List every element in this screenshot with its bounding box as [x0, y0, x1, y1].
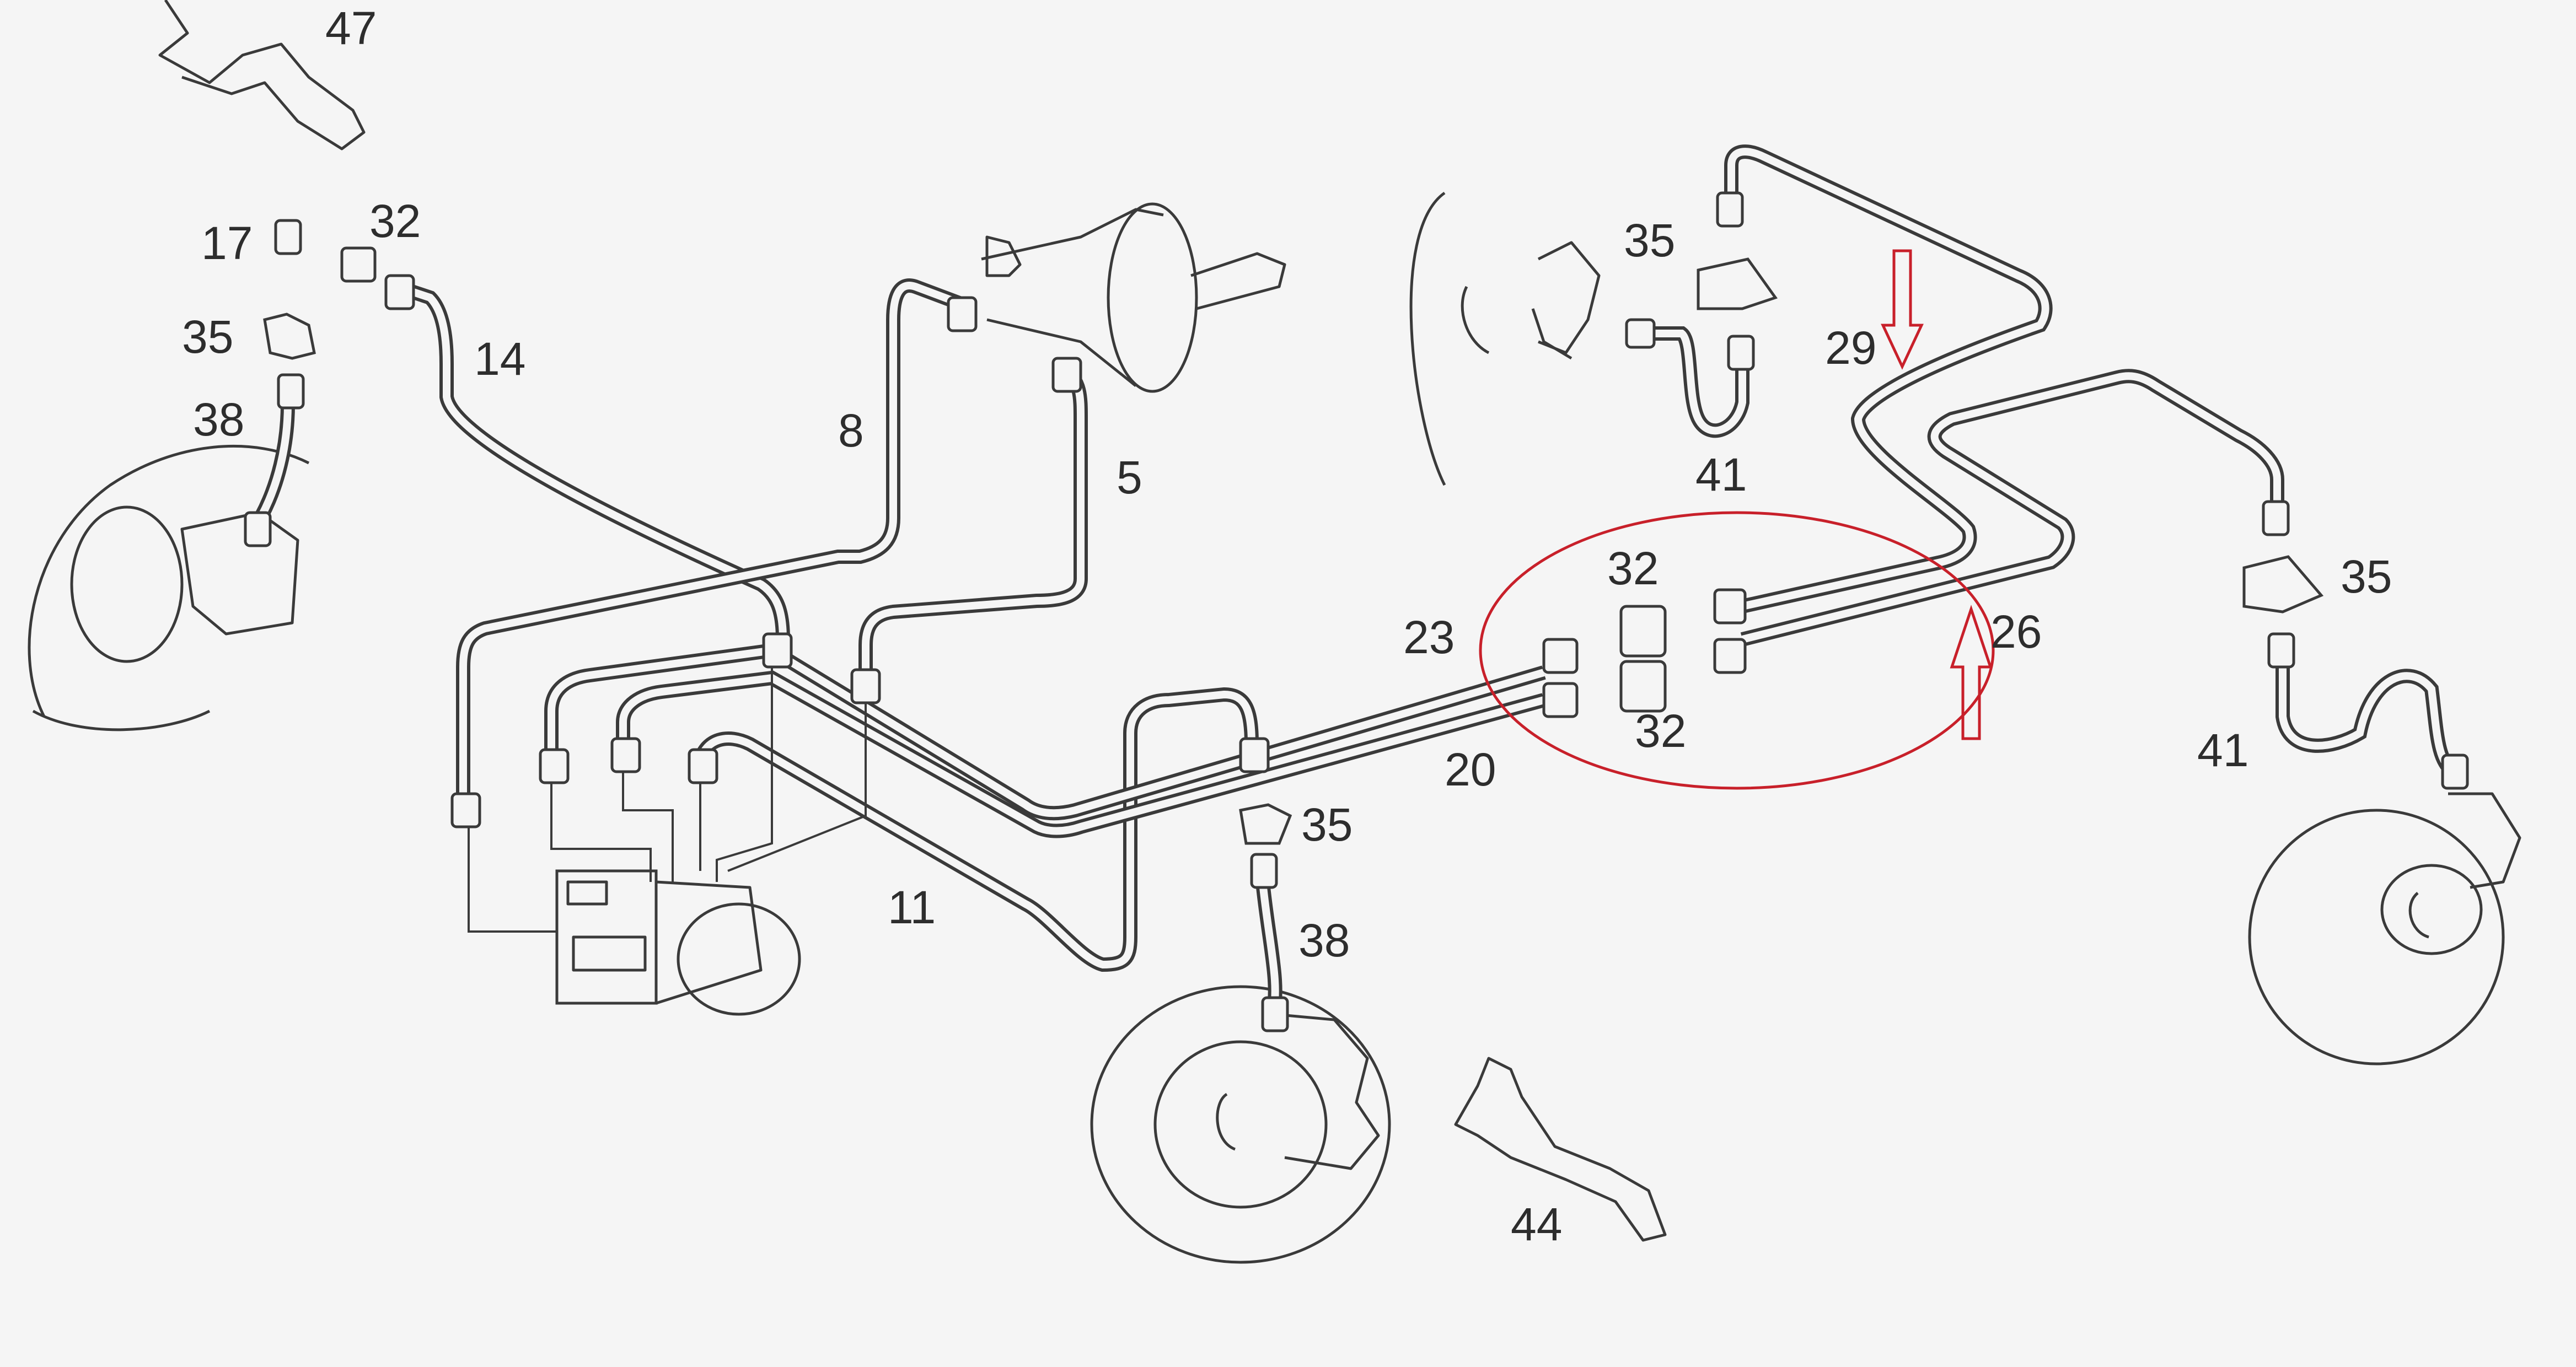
callout-labels: 47 17 32 35 14 38 8 5 35 29 41 32 23 26 … — [182, 2, 2392, 1250]
callout-47: 47 — [325, 2, 377, 54]
callout-11: 11 — [888, 881, 936, 933]
callout-20: 20 — [1445, 744, 1496, 795]
callout-32-top-left: 32 — [369, 195, 421, 247]
callout-38-left: 38 — [193, 394, 244, 445]
highlight-circle — [1479, 511, 1995, 790]
callout-35-center: 35 — [1301, 799, 1353, 851]
callout-5: 5 — [1117, 451, 1142, 503]
connector-32-upper — [1619, 605, 1667, 658]
callout-44: 44 — [1511, 1198, 1562, 1250]
callout-8: 8 — [838, 405, 864, 456]
callout-38-center: 38 — [1298, 914, 1350, 966]
callout-17: 17 — [201, 217, 253, 269]
fittings — [244, 191, 2469, 1032]
callout-29: 29 — [1825, 322, 1876, 374]
callout-32-lower: 32 — [1635, 705, 1686, 757]
callout-32-upper: 32 — [1607, 542, 1659, 594]
front-right-brake-disc — [1090, 985, 1391, 1264]
callout-41-right: 41 — [2197, 724, 2248, 776]
clip-35-left — [263, 313, 316, 360]
hose-41-rear-left — [1654, 326, 1749, 438]
brake-booster — [981, 202, 1286, 393]
connector-32-lower — [1619, 660, 1667, 713]
bracket-44 — [1454, 1057, 1667, 1242]
clip-35-right — [2242, 555, 2324, 613]
bracket-47 — [158, 0, 366, 150]
callout-26: 26 — [1990, 606, 2042, 658]
rear-left-brake-disc — [1409, 191, 1601, 486]
rear-right-brake-disc — [2248, 792, 2521, 1065]
arrow-down-outline-icon — [1881, 249, 1924, 370]
clip-35-top-right — [1697, 257, 1778, 310]
hose-41-rear-right — [2276, 661, 2459, 778]
callout-35-left: 35 — [182, 311, 233, 363]
clip-35-center — [1239, 803, 1292, 845]
arrow-up-outline-icon — [1950, 605, 1993, 740]
callout-23: 23 — [1403, 611, 1455, 663]
abs-hydraulic-unit — [555, 869, 801, 1016]
callout-35-right: 35 — [2341, 551, 2392, 602]
callout-41-top: 41 — [1695, 449, 1747, 500]
callout-35-top-right: 35 — [1624, 214, 1675, 266]
callout-14: 14 — [474, 333, 525, 385]
highlighted-connectors — [1479, 511, 1995, 790]
front-left-brake-disc — [28, 444, 310, 731]
